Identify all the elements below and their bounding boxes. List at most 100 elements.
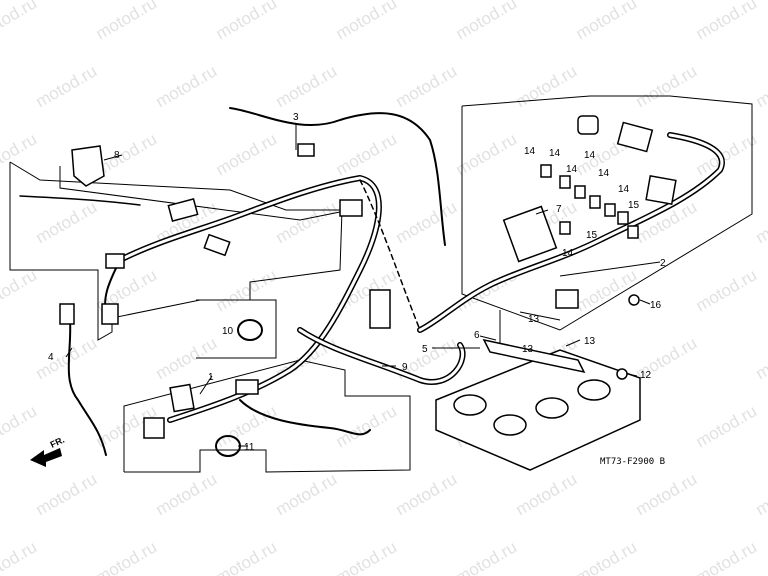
wire-3: [229, 107, 446, 246]
watermark-text: motod.ru: [513, 61, 581, 111]
watermark-text: motod.ru: [453, 129, 521, 179]
callout-3: 3: [293, 112, 299, 123]
watermark-text: motod.ru: [93, 537, 161, 576]
callout-13: 13: [528, 314, 540, 325]
watermark-text: motod.ru: [753, 333, 768, 383]
wire-top-left: [19, 195, 141, 206]
watermark-text: motod.ru: [33, 197, 101, 247]
watermark-text: motod.ru: [573, 537, 641, 576]
watermark-text: motod.ru: [273, 197, 341, 247]
callout-2: 2: [660, 258, 666, 269]
engine-block: [435, 338, 641, 471]
intake-port: [453, 394, 487, 416]
connector: [105, 253, 125, 269]
callout-labels: 1 2 3 4 5 6 7 8 9 10 11 12 13 13 13 14 1…: [48, 112, 666, 453]
clamp-10: [237, 319, 263, 341]
callout-9: 9: [402, 362, 408, 373]
leader-line: [559, 261, 661, 277]
watermark-text: motod.ru: [213, 129, 281, 179]
leader-line: [519, 311, 561, 321]
fuse: [617, 211, 629, 225]
main-harness-inner: [118, 176, 381, 422]
connector: [203, 233, 231, 257]
connectors: [59, 115, 677, 439]
connector: [59, 303, 75, 325]
arrow-icon: [30, 448, 62, 467]
watermark-text: motod.ru: [213, 0, 281, 43]
watermark-text: motod.ru: [513, 469, 581, 519]
callout-4: 4: [48, 352, 54, 363]
bolts: [616, 294, 640, 380]
fuse: [604, 203, 616, 217]
watermark-text: motod.ru: [333, 401, 401, 451]
watermark-text: motod.ru: [333, 537, 401, 576]
callout-1: 1: [208, 372, 214, 383]
connector: [169, 383, 195, 413]
fuse: [559, 221, 571, 235]
callout-15: 15: [586, 230, 598, 241]
watermark-text: motod.ru: [693, 265, 761, 315]
watermark-text: motod.ru: [33, 61, 101, 111]
front-direction-arrow: FR.: [30, 435, 66, 467]
callout-14: 14: [562, 248, 574, 259]
watermark-text: motod.ru: [0, 129, 40, 179]
leader-lines: [65, 123, 661, 447]
cross-harness-dashed: [359, 179, 421, 331]
diagram-code: MT73-F2900 B: [600, 457, 665, 467]
leader-line: [65, 347, 73, 358]
callout-13: 13: [522, 344, 534, 355]
bracket-6: [482, 338, 586, 374]
connector: [555, 289, 579, 309]
callout-14: 14: [524, 146, 536, 157]
leader-line: [199, 375, 213, 395]
fuse-relay-group: [502, 164, 639, 263]
fuse: [559, 175, 571, 189]
right-harness-inner: [418, 133, 724, 332]
connector: [339, 199, 363, 217]
direction-label: FR.: [49, 435, 66, 450]
callout-16: 16: [650, 300, 662, 311]
watermark-text: motod.ru: [333, 0, 401, 43]
watermark-text: motod.ru: [693, 0, 761, 43]
watermark-text: motod.ru: [453, 0, 521, 43]
leader-line: [627, 373, 638, 377]
watermark-text: motod.ru: [0, 537, 40, 576]
connector: [645, 175, 677, 205]
callout-15: 15: [628, 200, 640, 211]
callout-14: 14: [598, 168, 610, 179]
watermark-text: motod.ru: [333, 129, 401, 179]
watermark-text: motod.ru: [753, 61, 768, 111]
watermark-text: motod.ru: [153, 469, 221, 519]
watermark-text: motod.ru: [393, 197, 461, 247]
watermark-text: motod.ru: [0, 401, 40, 451]
callout-6: 6: [474, 330, 480, 341]
right-box: [461, 95, 753, 331]
connector: [101, 303, 119, 325]
watermark-text: motod.ru: [33, 333, 101, 383]
connector: [167, 197, 199, 223]
watermark-text: motod.ru: [573, 0, 641, 43]
box-10: [196, 299, 277, 359]
wire-bottom: [239, 399, 371, 436]
callout-5: 5: [422, 344, 428, 355]
callout-14: 14: [618, 184, 630, 195]
bracket-8: [71, 145, 105, 187]
watermark-text: motod.ru: [753, 197, 768, 247]
callout-10: 10: [222, 326, 234, 337]
callout-14: 14: [584, 150, 596, 161]
connector: [143, 417, 165, 439]
nut-12: [616, 368, 628, 380]
connector: [297, 143, 315, 157]
watermark-text: motod.ru: [753, 469, 768, 519]
callout-8: 8: [114, 150, 120, 161]
watermark-text: motod.ru: [0, 265, 40, 315]
bottom-box: [123, 359, 411, 473]
fuse-box: [502, 205, 558, 263]
watermark-text: motod.ru: [393, 469, 461, 519]
fuse: [589, 195, 601, 209]
leader-line: [479, 335, 497, 341]
watermark-text: motod.ru: [693, 537, 761, 576]
watermark-text: motod.ru: [693, 401, 761, 451]
